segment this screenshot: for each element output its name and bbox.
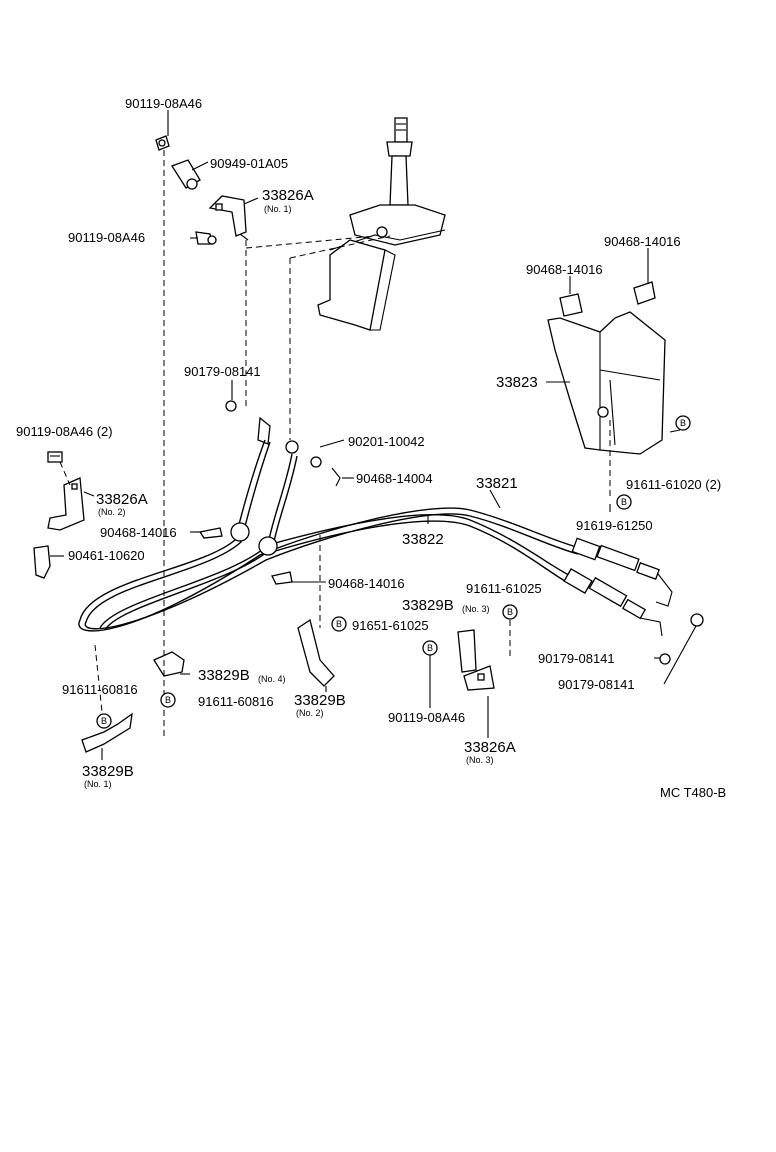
callout-33829b-no3-sub: (No. 3) <box>462 604 490 614</box>
svg-text:B: B <box>621 497 627 507</box>
bushing-90949 <box>171 159 201 190</box>
callout-90119-08a46-left: 90119-08A46 (2) <box>16 424 113 439</box>
svg-text:B: B <box>336 619 342 629</box>
leader-lines <box>50 110 697 760</box>
callout-90461-10620: 90461-10620 <box>68 548 145 563</box>
callout-90179-08141-right-a: 90179-08141 <box>538 651 615 666</box>
bracket-33829b-no1 <box>81 712 133 753</box>
svg-text:B: B <box>101 716 107 726</box>
svg-text:B: B <box>680 418 686 428</box>
bolt-marker-icon: B <box>331 616 347 632</box>
bolt-markers: B B B B B B B <box>96 415 691 729</box>
callout-33823: 33823 <box>496 374 538 391</box>
callout-91651-61025: 91651-61025 <box>352 618 429 633</box>
bolt-marker-icon: B <box>422 640 438 656</box>
callout-90201-10042: 90201-10042 <box>348 434 425 449</box>
callout-90179-08141-right-b: 90179-08141 <box>558 677 635 692</box>
callout-33829b-no1-sub: (No. 1) <box>84 779 112 789</box>
bolt-middle <box>195 231 217 245</box>
bolt-marker-icon: B <box>616 494 632 510</box>
cable-end-upper <box>225 400 341 487</box>
bolt-marker-icon: B <box>675 415 691 431</box>
bracket-33826a-no2 <box>47 477 85 531</box>
callout-33829b-no4-sub: (No. 4) <box>258 674 286 684</box>
bolt-marker-icon: B <box>502 604 518 620</box>
callout-90468-14016-right-a: 90468-14016 <box>526 262 603 277</box>
callout-33826a-no3: 33826A <box>464 739 516 756</box>
bracket-33829b-no3 <box>457 629 477 673</box>
svg-text:B: B <box>507 607 513 617</box>
shift-lever-assembly <box>317 117 446 331</box>
bracket-33826a-no1 <box>208 195 249 241</box>
callout-33826a-no3-sub: (No. 3) <box>466 755 494 765</box>
callout-33829b-no4: 33829B <box>198 667 250 684</box>
callout-33826a-no1: 33826A <box>262 187 314 204</box>
bracket-33826a-no3 <box>463 665 495 691</box>
callout-90119-08a46-mid: 90119-08A46 <box>68 230 145 245</box>
bracket-33829b-no4 <box>153 651 185 677</box>
callout-33821: 33821 <box>476 475 518 492</box>
callout-33826a-no1-sub: (No. 1) <box>264 204 292 214</box>
callout-33829b-no2-sub: (No. 2) <box>296 708 324 718</box>
svg-text:B: B <box>427 643 433 653</box>
callout-33822: 33822 <box>402 531 444 548</box>
bolt-top <box>155 135 170 151</box>
callout-91611-61020: 91611-61020 (2) <box>626 477 721 492</box>
callout-90949-01a05: 90949-01A05 <box>210 156 288 171</box>
clip-90461 <box>33 545 51 579</box>
bolt-left <box>47 451 63 463</box>
callout-90119-08a46-bottom: 90119-08A46 <box>388 710 465 725</box>
callout-90119-08a46-top: 90119-08A46 <box>125 96 202 111</box>
clip-90468-mid <box>271 571 293 585</box>
callout-33829b-no2: 33829B <box>294 692 346 709</box>
bolt-marker-icon: B <box>160 692 176 708</box>
callout-91611-60816-left: 91611-60816 <box>62 682 138 697</box>
svg-text:B: B <box>165 695 171 705</box>
callout-90468-14016-left: 90468-14016 <box>100 525 177 540</box>
callout-90468-14016-right-b: 90468-14016 <box>604 234 681 249</box>
bracket-33823 <box>547 281 666 455</box>
assembly-lines <box>59 150 611 740</box>
bolt-marker-icon: B <box>96 713 112 729</box>
callout-90468-14016-mid: 90468-14016 <box>328 576 405 591</box>
callout-91611-61025: 91611-61025 <box>466 581 542 596</box>
callout-33829b-no3: 33829B <box>402 597 454 614</box>
callout-90179-08141-upper: 90179-08141 <box>184 364 261 379</box>
callout-91619-61250: 91619-61250 <box>576 518 653 533</box>
shift-cables <box>78 439 704 665</box>
callout-33826a-no2: 33826A <box>96 491 148 508</box>
callout-labels: 90119-08A46 90949-01A05 33826A (No. 1) 9… <box>16 96 726 800</box>
clip-90468-left <box>198 527 223 539</box>
figure-code: MC T480-B <box>660 785 726 800</box>
callout-33826a-no2-sub: (No. 2) <box>98 507 126 517</box>
callout-90468-14004: 90468-14004 <box>356 471 433 486</box>
callout-91611-60816-right: 91611-60816 <box>198 694 274 709</box>
bracket-33829b-no2 <box>297 618 335 687</box>
callout-33829b-no1: 33829B <box>82 763 134 780</box>
